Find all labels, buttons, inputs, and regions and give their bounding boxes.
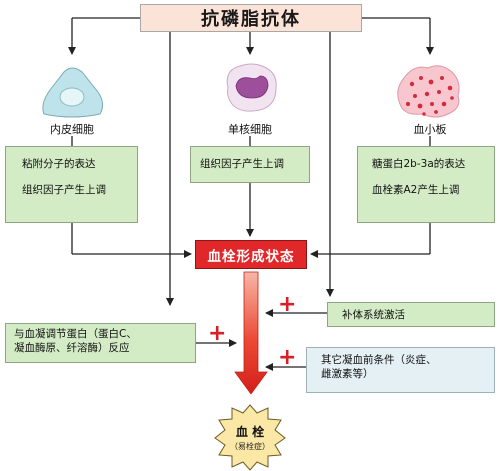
complement-activation-text: 补体系统激活	[342, 309, 405, 321]
platelet-illustration	[397, 65, 460, 118]
platelet-effect-1: 糖蛋白2b-3a的表达	[372, 158, 466, 170]
plus-sign-other: +	[278, 345, 297, 370]
other-conditions-box: 其它凝血前条件（炎症、 雌激素等）	[306, 347, 495, 393]
endothelial-effect-1: 粘附分子的表达	[22, 158, 96, 170]
thrombus-label: 血 栓 （易栓症）	[215, 423, 285, 452]
endothelial-effect-2: 组织因子产生上调	[22, 184, 106, 197]
thrombus-main-text: 血 栓	[235, 425, 265, 439]
regulatory-line-1: 与血凝调节蛋白（蛋白C、	[14, 328, 137, 340]
endothelial-effects-box: 粘附分子的表达 组织因子产生上调	[5, 146, 138, 223]
thrombus-starburst	[214, 404, 286, 471]
other-line-1: 其它凝血前条件（炎症、	[321, 354, 437, 366]
platelet-effects-box: 糖蛋白2b-3a的表达 血栓素A2产生上调	[357, 146, 495, 223]
endothelial-cell-label: 内皮细胞	[50, 123, 94, 136]
monocyte-illustration	[226, 63, 277, 112]
regulatory-line-2: 凝血酶原、纤溶酶）反应	[14, 342, 130, 355]
plus-sign-complement: +	[278, 292, 297, 317]
antiphospholipid-antibody-title: 抗磷脂抗体	[140, 4, 362, 32]
platelet-effect-2: 血栓素A2产生上调	[372, 184, 460, 197]
regulatory-protein-box: 与血凝调节蛋白（蛋白C、 凝血酶原、纤溶酶）反应	[5, 323, 196, 363]
monocyte-label: 单核细胞	[228, 123, 272, 136]
plus-sign-regulatory: +	[208, 321, 227, 346]
thrombophilic-state-box: 血栓形成状态	[195, 240, 307, 269]
monocyte-effect-1: 组织因子产生上调	[200, 158, 284, 170]
complement-activation-box: 补体系统激活	[327, 302, 495, 327]
thrombus-sub-text: （易栓症）	[230, 442, 270, 451]
monocyte-effects-box: 组织因子产生上调	[190, 146, 310, 183]
other-line-2: 雌激素等）	[321, 368, 374, 381]
thrombus-flow-arrow	[234, 271, 268, 395]
platelet-label: 血小板	[413, 123, 447, 136]
endothelial-cell-illustration	[42, 67, 104, 118]
